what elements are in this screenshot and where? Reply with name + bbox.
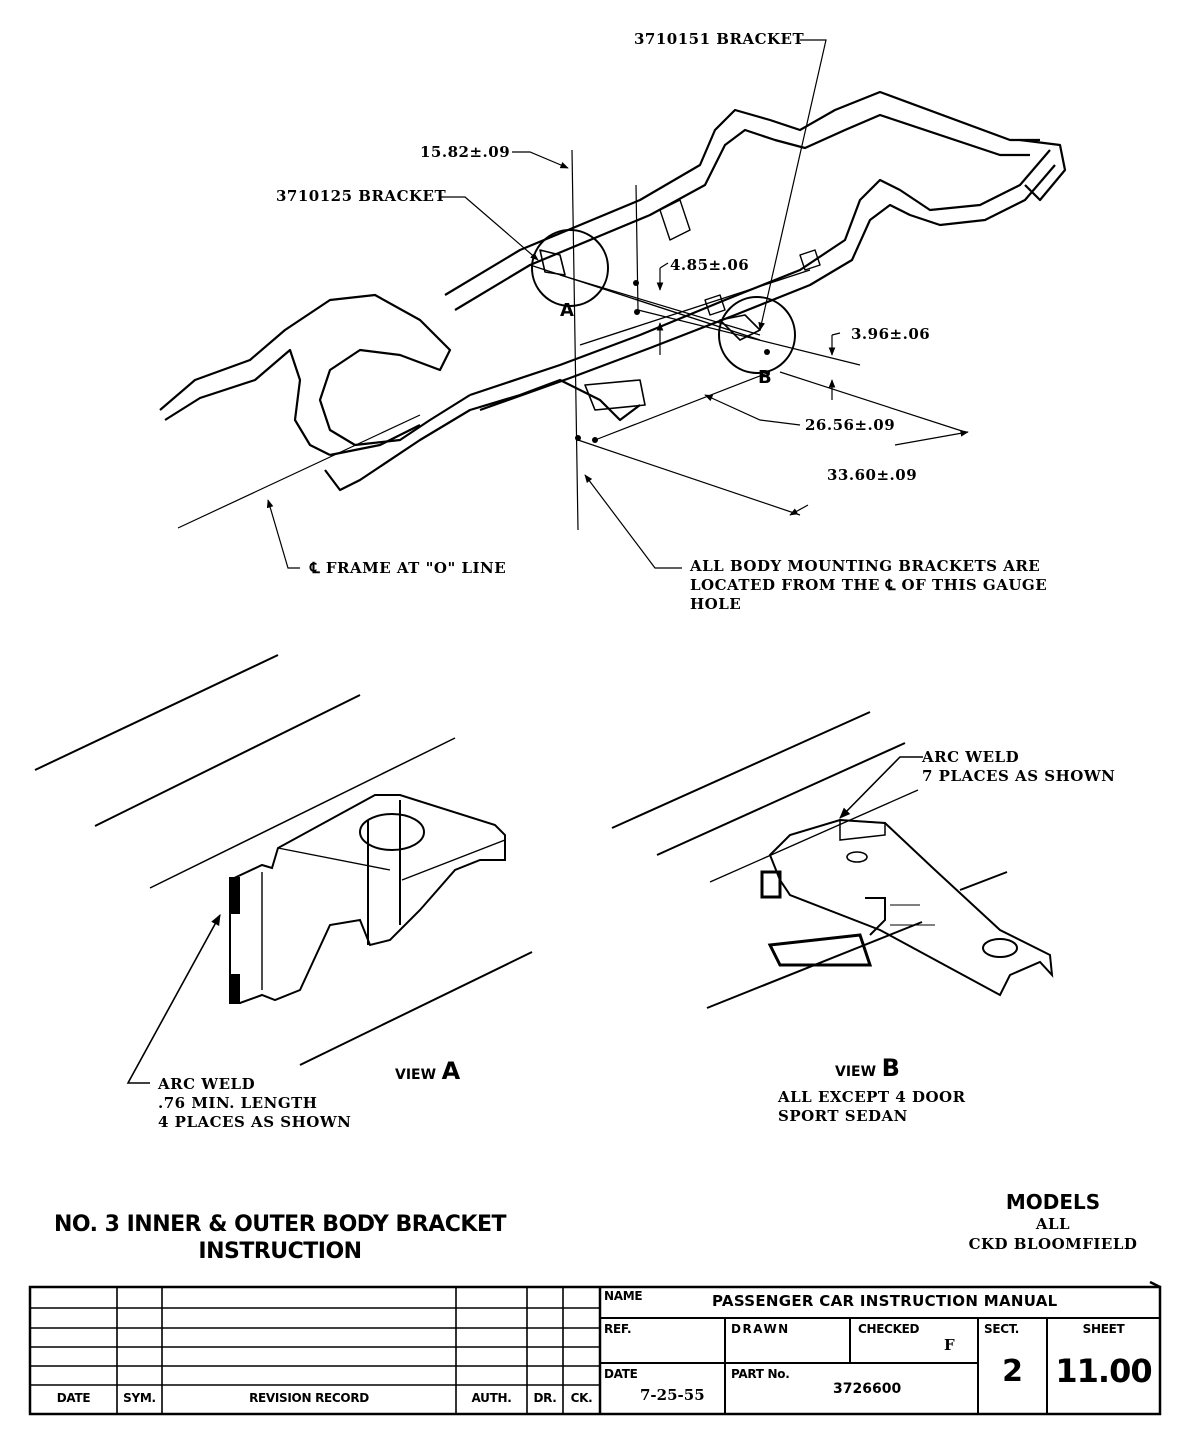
sect-value: 2 xyxy=(1002,1354,1023,1389)
view-b-caption-word: VIEW xyxy=(835,1064,877,1080)
part-no-label: PART No. xyxy=(731,1367,790,1381)
sect-label: SECT. xyxy=(984,1322,1020,1336)
view-a-caption-word: VIEW xyxy=(395,1067,437,1083)
frame-centerline-note: ℄ FRAME AT "O" LINE xyxy=(310,559,507,577)
view-a-note-line-3: 4 PLACES AS SHOWN xyxy=(158,1113,352,1131)
view-b-applicability-line-1: ALL EXCEPT 4 DOOR xyxy=(778,1088,966,1106)
date-label: DATE xyxy=(604,1367,638,1381)
checked-label: CHECKED xyxy=(858,1322,920,1336)
view-circles xyxy=(531,229,796,374)
models-line-1: ALL xyxy=(1035,1215,1071,1233)
revision-header-sym: SYM. xyxy=(123,1391,156,1405)
view-b-weld-note-line-1: ARC WELD xyxy=(922,748,1020,766)
view-a-drawing xyxy=(34,654,533,1084)
revision-header-record: REVISION RECORD xyxy=(249,1391,369,1405)
revision-header-ck: CK. xyxy=(570,1391,593,1405)
part-label-3710125: 3710125 BRACKET xyxy=(276,187,447,205)
dimension-33-60: 33.60±.09 xyxy=(827,466,918,484)
models-block: MODELS ALL CKD BLOOMFIELD xyxy=(953,1190,1153,1254)
dimension-lines xyxy=(177,39,969,569)
sheet-title-line-2: INSTRUCTION xyxy=(198,1239,362,1264)
front-suspension xyxy=(159,293,471,447)
dimension-15-82: 15.82±.09 xyxy=(420,143,511,161)
name-label: NAME xyxy=(604,1289,643,1303)
view-b-caption: VIEW B xyxy=(835,1054,900,1082)
gauge-hole-note-line-2: LOCATED FROM THE ℄ OF THIS GAUGE xyxy=(690,576,1048,594)
gauge-hole-note: ALL BODY MOUNTING BRACKETS ARE LOCATED F… xyxy=(690,557,1047,614)
revision-header-auth: AUTH. xyxy=(471,1391,512,1405)
drawn-label: DRAWN xyxy=(731,1322,790,1336)
dimension-26-56: 26.56±.09 xyxy=(805,416,896,434)
view-b-caption-letter: B xyxy=(881,1054,900,1082)
sheet-value: 11.00 xyxy=(1055,1352,1152,1390)
view-b-weld-note: ARC WELD 7 PLACES AS SHOWN xyxy=(922,748,1115,786)
view-b-weld-note-line-2: 7 PLACES AS SHOWN xyxy=(922,767,1116,785)
circle-label-a: A xyxy=(560,300,574,321)
revision-header-dr: DR. xyxy=(533,1391,557,1405)
view-a-circle xyxy=(531,229,609,307)
part-label-3710151: 3710151 BRACKET xyxy=(634,30,805,48)
checked-value: F xyxy=(944,1336,955,1354)
sheet-label: SHEET xyxy=(1082,1322,1125,1336)
view-a-weld-note: ARC WELD .76 MIN. LENGTH 4 PLACES AS SHO… xyxy=(158,1075,351,1132)
dimension-4-85: 4.85±.06 xyxy=(670,256,750,274)
circle-label-b: B xyxy=(758,367,772,388)
date-value: 7-25-55 xyxy=(640,1386,705,1404)
view-b-applicability-note: ALL EXCEPT 4 DOOR SPORT SEDAN xyxy=(778,1088,966,1126)
view-b-circle xyxy=(718,296,796,374)
name-value: PASSENGER CAR INSTRUCTION MANUAL xyxy=(712,1292,1058,1310)
frame-rail-near xyxy=(469,149,1051,397)
ref-label: REF. xyxy=(604,1322,632,1336)
revision-header-date: DATE xyxy=(56,1391,91,1405)
sheet-title: NO. 3 INNER & OUTER BODY BRACKET INSTRUC… xyxy=(40,1211,520,1265)
view-a-note-line-1: ARC WELD xyxy=(158,1075,256,1093)
view-b-applicability-line-2: SPORT SEDAN xyxy=(778,1107,908,1125)
title-block-grid xyxy=(28,1280,1162,1416)
gauge-points xyxy=(575,280,770,443)
view-a-caption-letter: A xyxy=(441,1057,461,1085)
gauge-hole-note-line-1: ALL BODY MOUNTING BRACKETS ARE xyxy=(690,557,1041,575)
dimension-3-96: 3.96±.06 xyxy=(851,325,931,343)
view-a-note-line-2: .76 MIN. LENGTH xyxy=(158,1094,318,1112)
view-b-drawing xyxy=(611,711,1054,1009)
frame-rail-far xyxy=(444,90,1040,296)
sheet-title-line-1: NO. 3 INNER & OUTER BODY BRACKET xyxy=(54,1212,506,1237)
part-no-value: 3726600 xyxy=(833,1381,902,1397)
models-heading: MODELS xyxy=(1005,1190,1101,1214)
gauge-hole-note-line-3: HOLE xyxy=(690,595,742,613)
view-a-caption: VIEW A xyxy=(395,1057,460,1085)
models-line-2: CKD BLOOMFIELD xyxy=(968,1235,1138,1253)
